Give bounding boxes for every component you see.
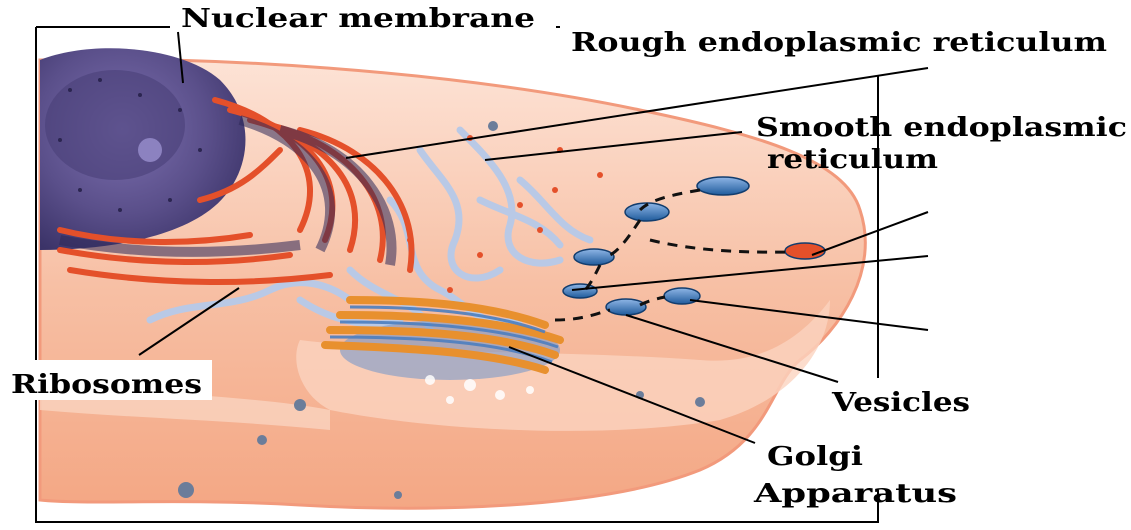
label-smooth-er-line2: reticulum [767, 145, 938, 175]
label-vesicles: Vesicles [831, 388, 970, 418]
vesicle [606, 299, 646, 315]
vesicle [574, 249, 614, 265]
vesicle [664, 288, 700, 304]
label-golgi-line2: Apparatus [753, 479, 957, 509]
label-rough-er: Rough endoplasmic reticulum [571, 28, 1107, 58]
vesicle [563, 284, 597, 298]
vesicle [785, 243, 825, 259]
label-ribosomes: Ribosomes [11, 370, 202, 400]
label-nuclear-membrane: Nuclear membrane [181, 4, 535, 34]
vesicle [697, 177, 749, 195]
label-golgi-line1: Golgi [767, 442, 863, 472]
label-smooth-er-line1: Smooth endoplasmic [756, 113, 1127, 143]
